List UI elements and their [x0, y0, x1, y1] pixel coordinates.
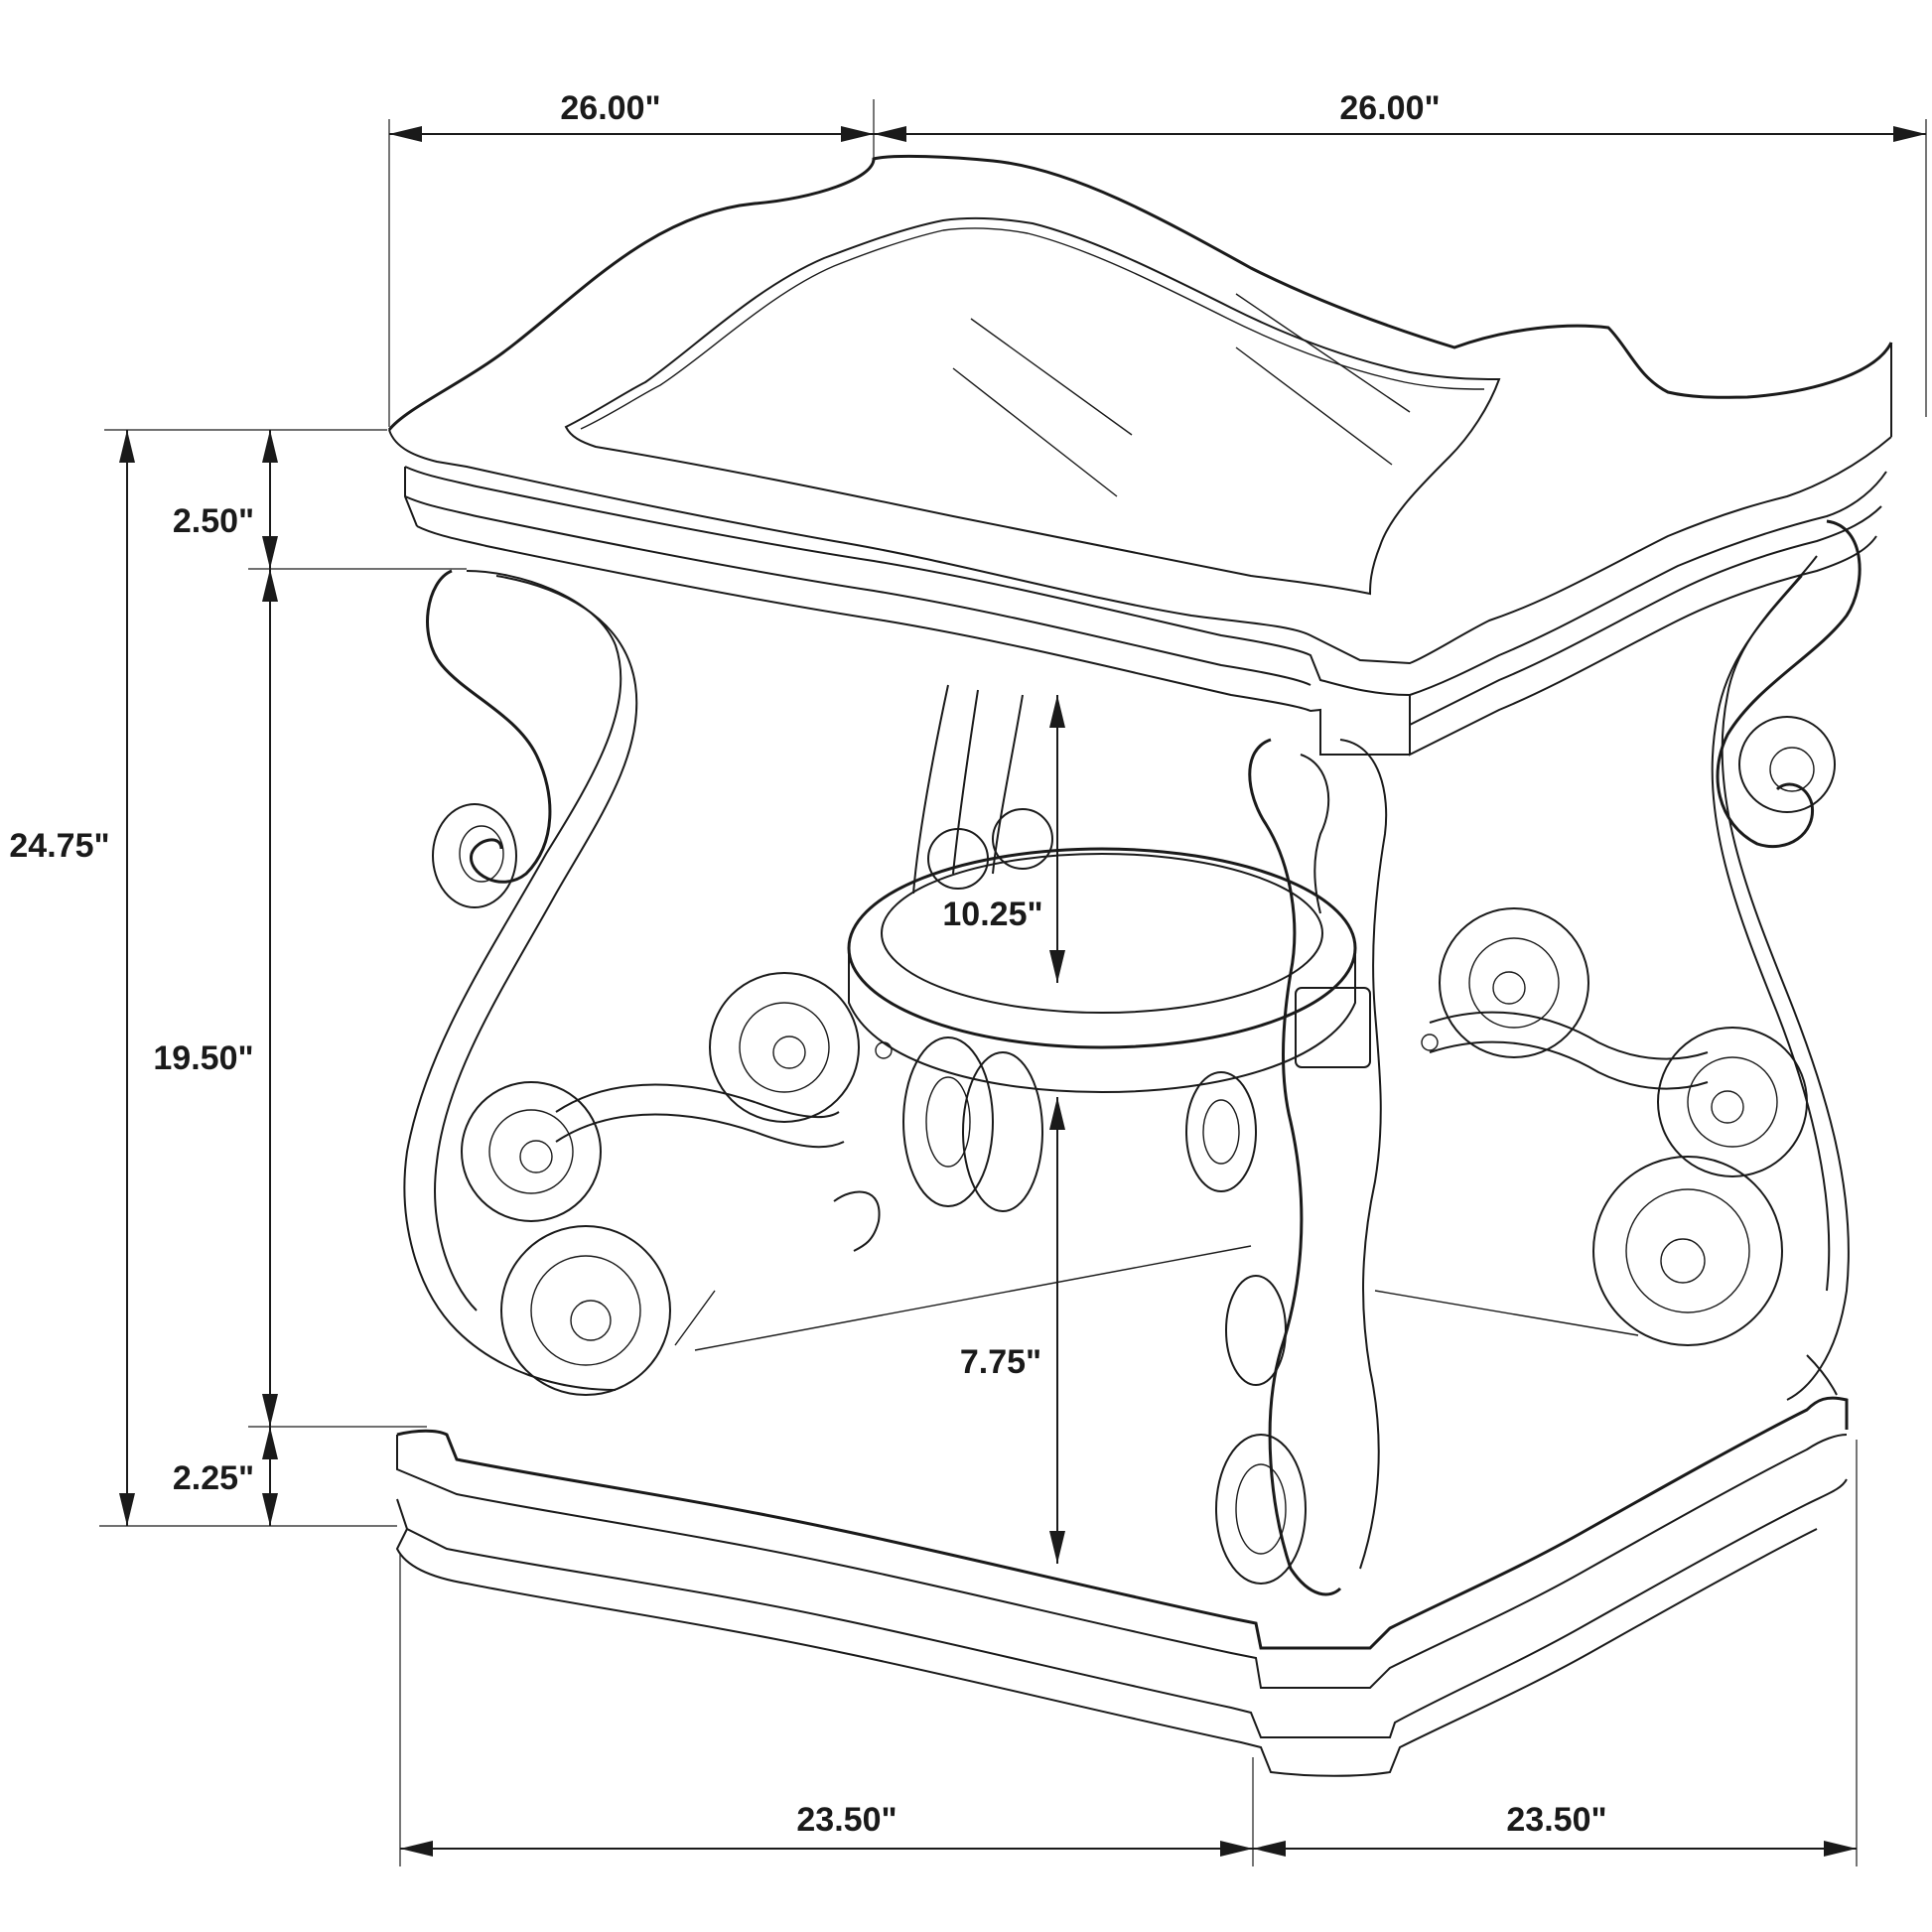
label-lower-clearance: 7.75" — [960, 1343, 1041, 1381]
label-base-width-right: 23.50" — [1506, 1801, 1606, 1839]
dimension-lines — [99, 99, 1927, 1866]
middle-ring-shelf — [847, 847, 1439, 1094]
table-base — [395, 1190, 1849, 1777]
label-base-thickness: 2.25" — [173, 1459, 254, 1497]
table-top — [387, 154, 1893, 757]
dimension-labels: 26.00" 26.00" 24.75" 2.50" 19.50" 2.25" … — [9, 89, 1606, 1839]
label-top-width-right: 26.00" — [1339, 89, 1440, 127]
label-top-width-left: 26.00" — [560, 89, 660, 127]
label-leg-height: 19.50" — [153, 1039, 253, 1077]
label-base-width-left: 23.50" — [796, 1801, 897, 1839]
label-upper-clearance: 10.25" — [942, 896, 1042, 933]
label-overall-height: 24.75" — [9, 827, 109, 865]
label-top-thickness: 2.50" — [173, 502, 254, 540]
scroll-legs — [403, 519, 1862, 1596]
